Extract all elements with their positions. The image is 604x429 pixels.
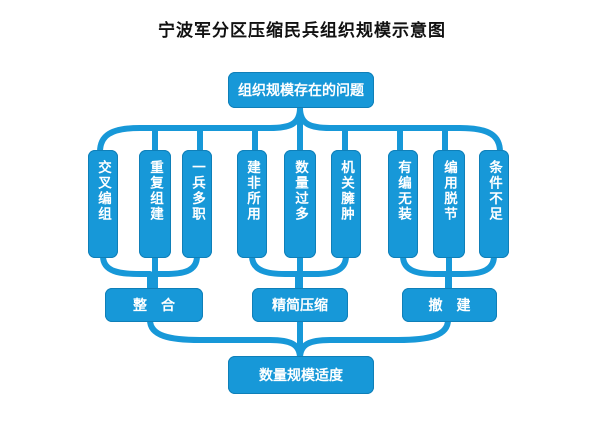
issue-label: 编用脱节 <box>441 160 457 222</box>
diagram-title: 宁波军分区压缩民兵组织规模示意图 <box>158 21 446 41</box>
issue-box-cross-grouping: 交叉编组 <box>88 150 118 258</box>
action-box-streamline: 精简压缩 <box>252 288 348 322</box>
issue-box-duplicate-units: 重复组建 <box>139 150 171 258</box>
issue-box-disconnect: 编用脱节 <box>433 150 465 258</box>
issue-box-insufficient-conditions: 条件不足 <box>479 150 509 258</box>
action-box-integrate: 整 合 <box>105 288 203 322</box>
issue-label: 重复组建 <box>147 160 163 222</box>
outcome-box: 数量规模适度 <box>228 356 374 394</box>
issue-box-no-equipment: 有编无装 <box>388 150 418 258</box>
issue-label: 有编无装 <box>395 160 411 222</box>
problem-root-label: 组织规模存在的问题 <box>238 83 364 99</box>
action-label: 撤 建 <box>428 298 471 314</box>
issue-label: 建非所用 <box>244 160 260 222</box>
issue-label: 数量过多 <box>292 160 308 222</box>
action-label: 精简压缩 <box>272 298 328 314</box>
issue-box-multi-role: 一兵多职 <box>182 150 212 258</box>
issue-box-bloated-offices: 机关臃肿 <box>331 150 361 258</box>
problem-root-box: 组织规模存在的问题 <box>228 72 374 108</box>
issue-box-misused: 建非所用 <box>237 150 267 258</box>
issue-label: 一兵多职 <box>189 160 205 222</box>
action-label: 整 合 <box>133 298 175 314</box>
issue-label: 机关臃肿 <box>338 160 354 222</box>
issue-box-excess-numbers: 数量过多 <box>284 150 316 258</box>
action-box-abolish: 撤 建 <box>402 288 497 322</box>
issue-label: 条件不足 <box>486 160 502 222</box>
issue-label: 交叉编组 <box>95 160 111 222</box>
outcome-label: 数量规模适度 <box>259 368 343 384</box>
